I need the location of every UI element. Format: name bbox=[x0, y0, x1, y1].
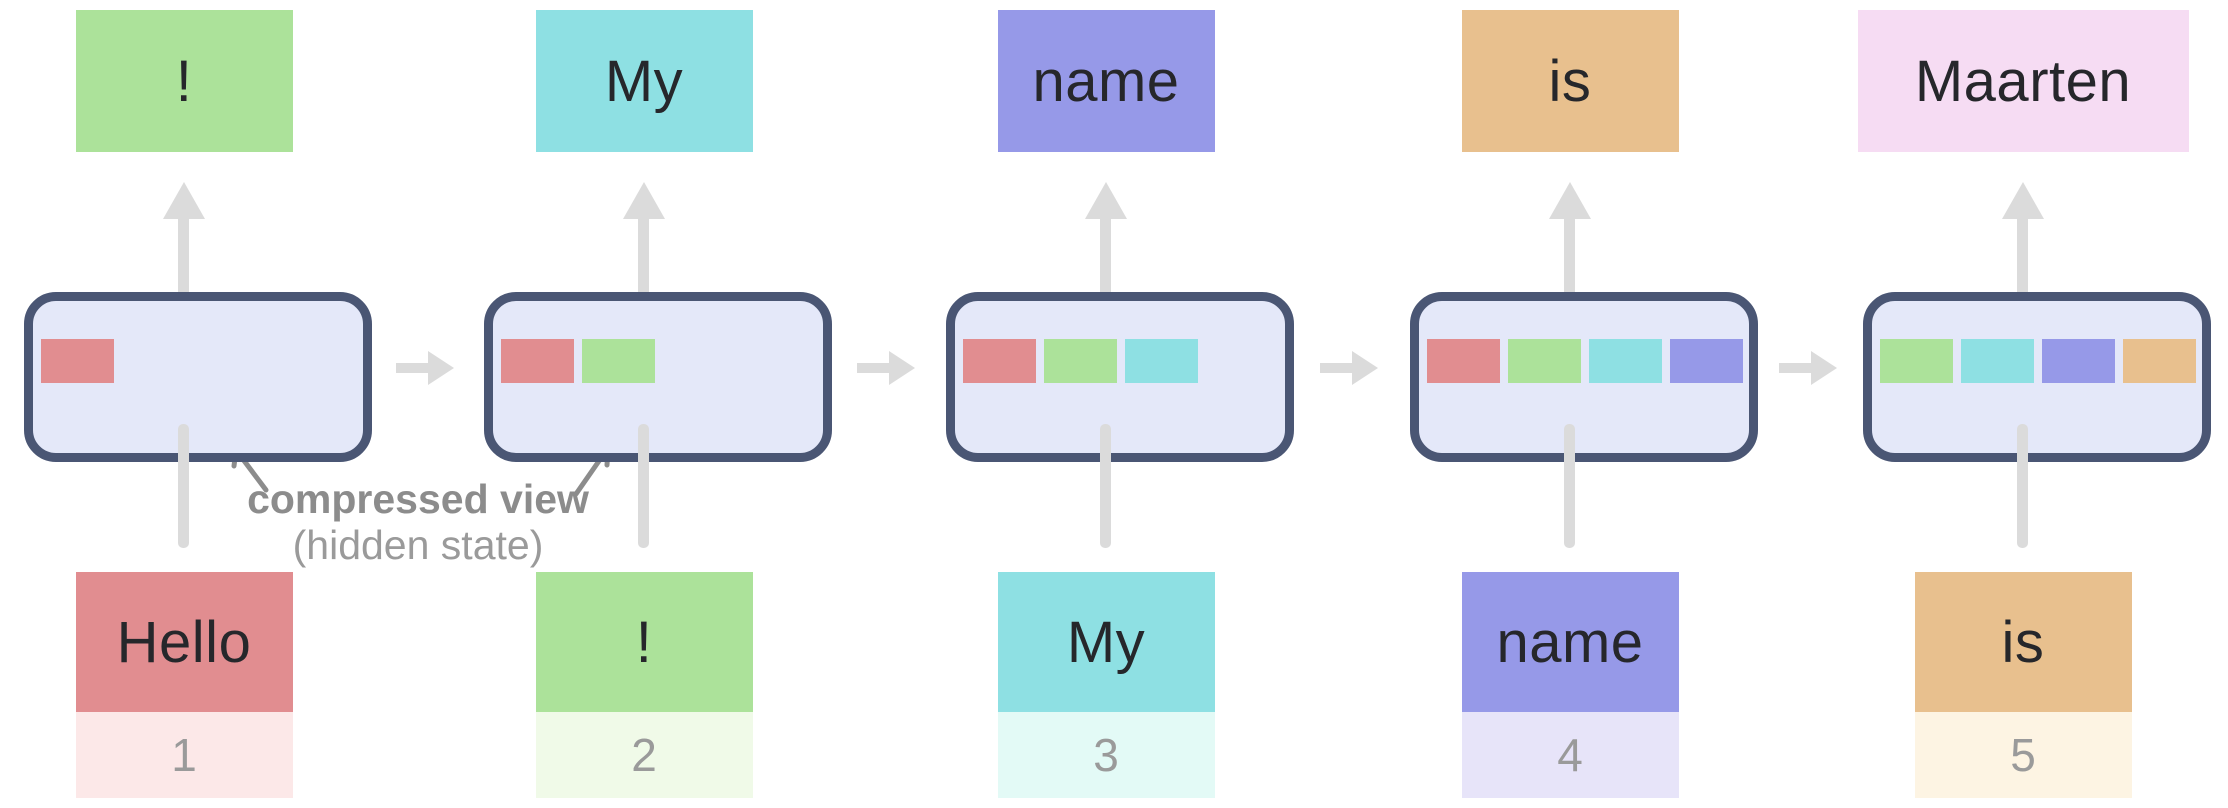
input-token-box: Hello bbox=[75, 572, 293, 712]
input-connector bbox=[1100, 424, 1111, 548]
step-number: 3 bbox=[1093, 729, 1119, 781]
memory-chip bbox=[1961, 339, 2034, 383]
step-number-strip: 2 bbox=[535, 712, 753, 798]
output-arrowhead-icon bbox=[623, 182, 665, 219]
memory-chip bbox=[2042, 339, 2115, 383]
input-token-label: name bbox=[1496, 609, 1644, 675]
hidden-state-box bbox=[946, 292, 1294, 462]
state-transition-arrow bbox=[1778, 363, 1813, 373]
memory-chip bbox=[1125, 339, 1198, 383]
state-transition-arrow bbox=[396, 363, 430, 373]
output-token-box: name bbox=[997, 10, 1215, 152]
output-arrowhead-icon bbox=[1549, 182, 1591, 219]
state-transition-arrowhead-icon bbox=[1810, 351, 1837, 385]
memory-chip bbox=[1044, 339, 1117, 383]
memory-chip bbox=[1427, 339, 1500, 383]
step-number: 2 bbox=[631, 729, 657, 781]
step-number: 1 bbox=[171, 729, 197, 781]
memory-chip bbox=[41, 339, 114, 383]
hidden-state-box bbox=[1410, 292, 1758, 462]
state-transition-arrowhead-icon bbox=[1352, 351, 1378, 385]
output-token-label: Maarten bbox=[1914, 48, 2132, 114]
memory-chip bbox=[1670, 339, 1743, 383]
output-arrowhead-icon bbox=[163, 182, 205, 219]
step-number: 4 bbox=[1557, 729, 1583, 781]
output-token-label: is bbox=[1548, 48, 1592, 114]
state-transition-arrowhead-icon bbox=[428, 351, 454, 385]
output-arrow bbox=[1564, 214, 1575, 292]
output-arrow bbox=[2017, 214, 2028, 292]
input-token-label: My bbox=[1066, 609, 1146, 675]
output-arrowhead-icon bbox=[2002, 182, 2044, 219]
input-token-label: ! bbox=[635, 609, 653, 675]
hidden-state-box bbox=[24, 292, 372, 462]
annotation-sublabel: (hidden state) bbox=[292, 522, 544, 568]
step-number-strip: 3 bbox=[997, 712, 1215, 798]
state-transition-arrowhead-icon bbox=[889, 351, 915, 385]
output-token-label: My bbox=[604, 48, 684, 114]
memory-chip bbox=[1589, 339, 1662, 383]
annotation-arrow-right-icon bbox=[573, 445, 611, 497]
input-connector bbox=[1564, 424, 1575, 548]
input-connector bbox=[638, 424, 649, 548]
output-token-box: My bbox=[535, 10, 753, 152]
memory-chip bbox=[1880, 339, 1953, 383]
step-number: 5 bbox=[2010, 729, 2036, 781]
input-connector bbox=[2017, 424, 2028, 548]
input-token-box: name bbox=[1461, 572, 1679, 712]
memory-chip bbox=[501, 339, 574, 383]
input-token-label: is bbox=[2001, 609, 2045, 675]
step-number-strip: 1 bbox=[75, 712, 293, 798]
state-transition-arrow bbox=[1320, 363, 1354, 373]
memory-chip bbox=[2123, 339, 2196, 383]
hidden-state-box bbox=[1863, 292, 2211, 462]
output-arrow bbox=[1100, 214, 1111, 292]
input-token-box: ! bbox=[535, 572, 753, 712]
output-token-box: is bbox=[1461, 10, 1679, 152]
step-number-strip: 4 bbox=[1461, 712, 1679, 798]
input-token-label: Hello bbox=[116, 609, 252, 675]
hidden-state-box bbox=[484, 292, 832, 462]
output-arrowhead-icon bbox=[1085, 182, 1127, 219]
memory-chip bbox=[582, 339, 655, 383]
output-token-label: ! bbox=[175, 48, 193, 114]
output-token-label: name bbox=[1032, 48, 1180, 114]
input-token-box: My bbox=[997, 572, 1215, 712]
input-token-box: is bbox=[1914, 572, 2132, 712]
input-connector bbox=[178, 424, 189, 548]
memory-chip bbox=[1508, 339, 1581, 383]
output-token-box: Maarten bbox=[1857, 10, 2189, 152]
step-number-strip: 5 bbox=[1914, 712, 2132, 798]
annotation-arrow-left-icon bbox=[231, 446, 269, 493]
state-transition-arrow bbox=[857, 363, 891, 373]
output-arrow bbox=[178, 214, 189, 292]
memory-chip bbox=[963, 339, 1036, 383]
output-token-box: ! bbox=[75, 10, 293, 152]
output-arrow bbox=[638, 214, 649, 292]
annotation-label: compressed view bbox=[247, 476, 589, 522]
